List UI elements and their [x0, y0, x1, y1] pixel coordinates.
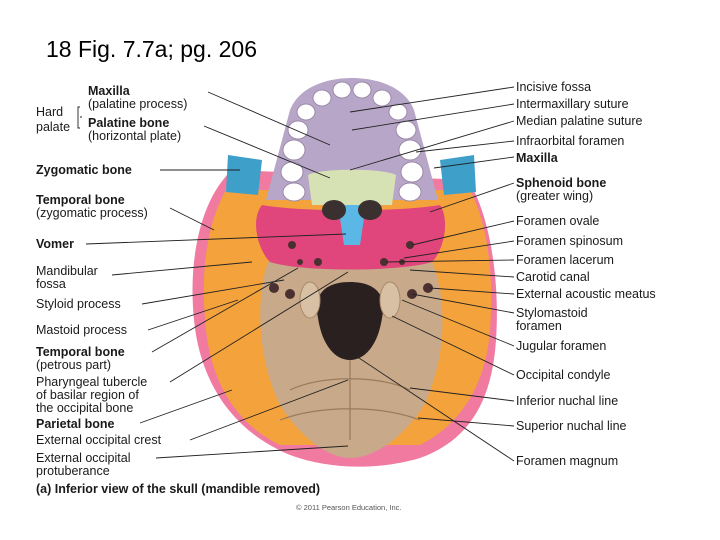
label-temporal-petrous: Temporal bone — [36, 345, 125, 359]
label-fossa: fossa — [36, 277, 66, 291]
skull-foramina — [269, 241, 433, 299]
label-hard: Hard — [36, 105, 63, 119]
copyright-notice: © 2011 Pearson Education, Inc. — [296, 503, 401, 512]
label-pharyngeal-2: of basilar region of — [36, 388, 139, 402]
label-palatine-sub: (horizontal plate) — [88, 129, 181, 143]
label-maxilla: Maxilla — [88, 84, 131, 98]
occipital-condyle-right — [379, 281, 401, 319]
label-temporal-petrous-sub: (petrous part) — [36, 358, 111, 372]
label-stylomastoid-1: Stylomastoid — [516, 306, 588, 320]
label-mastoid-process: Mastoid process — [36, 323, 127, 337]
label-external-occipital-2: protuberance — [36, 464, 110, 478]
label-mandibular: Mandibular — [36, 264, 98, 278]
label-maxilla-sub: (palatine process) — [88, 97, 187, 111]
label-foramen-ovale: Foramen ovale — [516, 214, 599, 228]
skull-illustration — [192, 78, 497, 467]
slide-title: 18 Fig. 7.7a; pg. 206 — [46, 36, 257, 62]
label-maxilla-right: Maxilla — [516, 151, 559, 165]
nuchal-lines — [279, 360, 421, 440]
zygomatic-bone-left — [226, 155, 262, 195]
label-pharyngeal-1: Pharyngeal tubercle — [36, 375, 147, 389]
label-temporal-zygomatic: Temporal bone — [36, 193, 125, 207]
choana-left — [322, 200, 346, 220]
figure-caption: (a) Inferior view of the skull (mandible… — [36, 482, 320, 496]
label-styloid-process: Styloid process — [36, 297, 121, 311]
label-pharyngeal-3: the occipital bone — [36, 401, 133, 415]
occipital-condyle-left — [299, 281, 321, 319]
label-vomer: Vomer — [36, 237, 74, 251]
label-incisive-fossa: Incisive fossa — [516, 80, 591, 94]
label-external-occipital-crest: External occipital crest — [36, 433, 162, 447]
teeth — [280, 81, 424, 202]
label-infraorbital-foramen: Infraorbital foramen — [516, 134, 624, 148]
choana-right — [358, 200, 382, 220]
label-palatine-bone: Palatine bone — [88, 116, 169, 130]
label-parietal-bone: Parietal bone — [36, 417, 115, 431]
label-intermaxillary-suture: Intermaxillary suture — [516, 97, 629, 111]
label-sphenoid-bone: Sphenoid bone — [516, 176, 606, 190]
leader-lines — [77, 86, 515, 462]
label-carotid-canal: Carotid canal — [516, 270, 590, 284]
label-stylomastoid-2: foramen — [516, 319, 562, 333]
label-temporal-zygomatic-sub: (zygomatic process) — [36, 206, 148, 220]
label-external-acoustic-meatus: External acoustic meatus — [516, 287, 656, 301]
right-labels: Incisive fossa Intermaxillary suture Med… — [516, 80, 656, 468]
zygomatic-bone-right — [440, 155, 476, 195]
label-occipital-condyle: Occipital condyle — [516, 368, 611, 382]
label-foramen-spinosum: Foramen spinosum — [516, 234, 623, 248]
label-median-palatine-suture: Median palatine suture — [516, 114, 643, 128]
label-sphenoid-sub: (greater wing) — [516, 189, 593, 203]
label-foramen-magnum: Foramen magnum — [516, 454, 618, 468]
label-external-occipital-1: External occipital — [36, 451, 131, 465]
label-zygomatic-bone: Zygomatic bone — [36, 163, 132, 177]
vomer-shape — [338, 205, 366, 245]
palatine-bone-shape — [308, 169, 396, 205]
label-foramen-lacerum: Foramen lacerum — [516, 253, 614, 267]
label-palate: palate — [36, 120, 70, 134]
label-jugular-foramen: Jugular foramen — [516, 339, 606, 353]
label-superior-nuchal-line: Superior nuchal line — [516, 419, 627, 433]
foramen-magnum-shape — [316, 282, 384, 360]
label-inferior-nuchal-line: Inferior nuchal line — [516, 394, 618, 408]
left-labels: Hard palate Maxilla (palatine process) P… — [36, 84, 320, 496]
